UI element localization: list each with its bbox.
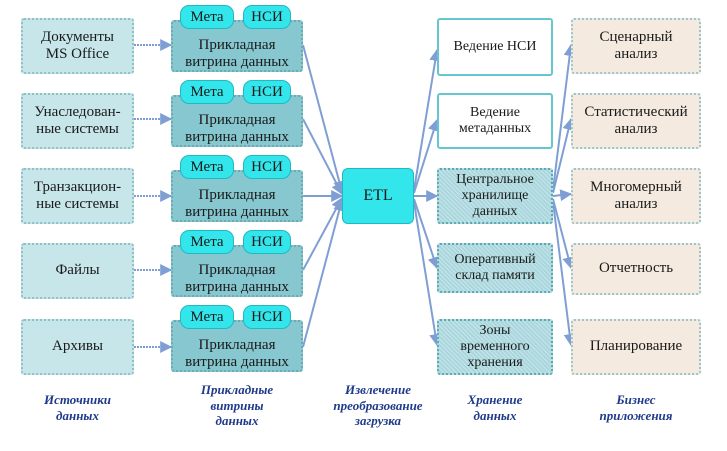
mart-3-nsi-chip: НСИ: [243, 155, 291, 179]
source-archives: Архивы: [21, 319, 134, 375]
source-ms-office: Документы MS Office: [21, 18, 134, 74]
mart-4-meta-chip: Мета: [180, 230, 234, 254]
arrow-mart-2: [302, 118, 343, 196]
business-olap-analysis: Многомерный анализ: [571, 168, 701, 224]
etl-box: ETL: [342, 168, 414, 224]
storage-metadata: Ведение метаданных: [437, 93, 553, 149]
arrow-etl-4: [413, 198, 440, 270]
storage-nsi: Ведение НСИ: [437, 18, 553, 76]
caption-etl: Извлечение преобразование загрузка: [333, 382, 423, 429]
arrow-biz-1: [552, 43, 576, 191]
storage-staging-zones: Зоны временного хранения: [437, 319, 553, 375]
storage-operational: Оперативный склад памяти: [437, 243, 553, 293]
arrow-mart-4: [302, 196, 343, 271]
caption-storage: Хранение данных: [467, 392, 523, 423]
arrow-mart-1: [302, 44, 346, 194]
mart-2-nsi-chip: НСИ: [243, 80, 291, 104]
arrow-biz-5: [552, 201, 576, 347]
arrow-etl-5: [413, 201, 442, 347]
storage-central-warehouse: Центральное хранилище данных: [437, 168, 553, 224]
source-transaction-systems: Транзакцион- ные системы: [21, 168, 134, 224]
arrow-biz-3: [552, 189, 573, 202]
mart-3-meta-chip: Мета: [180, 155, 234, 179]
business-statistical-analysis: Статистический анализ: [571, 93, 701, 149]
arrow-biz-4: [552, 198, 575, 270]
mart-5-meta-chip: Мета: [180, 305, 234, 329]
caption-sources: Источники данных: [43, 392, 112, 423]
arrow-mart-5: [302, 198, 346, 348]
source-files: Файлы: [21, 243, 134, 299]
mart-1-meta-chip: Мета: [180, 5, 234, 29]
business-planning: Планирование: [571, 319, 701, 375]
mart-5-nsi-chip: НСИ: [243, 305, 291, 329]
arrow-biz-2: [552, 117, 575, 194]
mart-4-nsi-chip: НСИ: [243, 230, 291, 254]
mart-1-nsi-chip: НСИ: [243, 5, 291, 29]
business-scenario-analysis: Сценарный анализ: [571, 18, 701, 74]
business-reporting: Отчетность: [571, 243, 701, 295]
source-legacy-systems: Унаследован- ные системы: [21, 93, 134, 149]
arrow-etl-2: [413, 118, 440, 194]
caption-business: Бизнес приложения: [599, 392, 673, 423]
arrow-etl-1: [413, 48, 442, 191]
mart-2-meta-chip: Мета: [180, 80, 234, 104]
caption-marts: Прикладные витрины данных: [200, 382, 274, 429]
